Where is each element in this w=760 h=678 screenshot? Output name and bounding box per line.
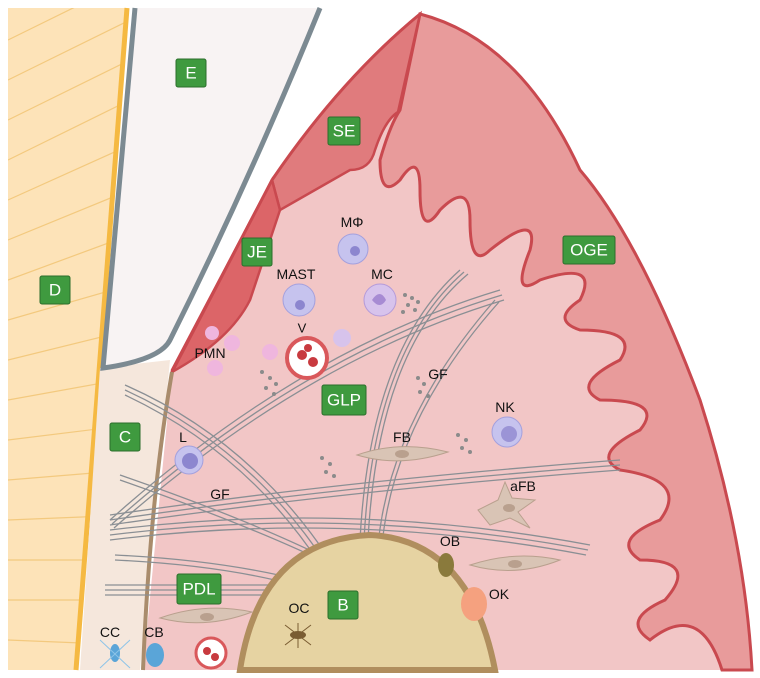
label-gingival-fibers-lower: GF <box>210 486 229 502</box>
cementocyte-cell <box>99 639 131 669</box>
dentin-boundary <box>73 7 130 671</box>
fibroblast-cell <box>468 555 562 571</box>
label-bone: B <box>327 590 359 620</box>
label-junctional-epithelium: JE <box>241 237 273 267</box>
svg-text:PDL: PDL <box>182 580 215 599</box>
enamel-surface <box>100 7 323 371</box>
enamel <box>103 8 320 368</box>
label-cementoblast: CB <box>144 624 163 640</box>
svg-text:JE: JE <box>247 243 267 262</box>
mast-cell <box>282 283 316 317</box>
label-dentin: D <box>39 275 71 305</box>
svg-text:C: C <box>119 428 131 447</box>
label-sulcular-epithelium: SE <box>327 116 361 146</box>
nk-cell <box>491 416 523 448</box>
label-periodontal-ligament: PDL <box>176 573 222 605</box>
fiber-bundle <box>105 269 621 596</box>
svg-text:D: D <box>49 281 61 300</box>
label-fibroblast: FB <box>393 429 411 445</box>
lymphocyte-cell <box>174 445 204 475</box>
label-vessel: V <box>298 321 307 336</box>
fibroblast-cell <box>355 446 450 462</box>
label-osteoclast: OK <box>489 586 510 602</box>
label-enamel: E <box>175 58 207 88</box>
label-gingival-fibers-upper: GF <box>428 366 447 382</box>
label-activated-fibroblast: aFB <box>510 478 536 494</box>
osteoclast-cell <box>461 587 487 621</box>
label-macrophage: MΦ <box>341 214 364 230</box>
macrophage-cell <box>337 233 369 265</box>
label-mast-cell: MAST <box>277 266 316 282</box>
osteoblast-cell <box>438 553 454 577</box>
neutrophil-cell <box>205 326 351 376</box>
gingival-fibers <box>105 269 621 596</box>
granule-cluster <box>260 293 472 478</box>
junctional-epithelium <box>170 176 282 375</box>
label-osteoblast: OB <box>440 533 460 549</box>
svg-text:OGE: OGE <box>570 241 608 260</box>
svg-text:SE: SE <box>333 122 356 141</box>
fibroblast-cell <box>158 607 254 624</box>
osteocyte-cell <box>284 623 312 648</box>
label-cementum: C <box>109 422 141 452</box>
cementoblast-cell <box>146 643 164 667</box>
svg-text:B: B <box>337 596 348 615</box>
monocyte-cell <box>363 283 397 317</box>
label-monocyte: MC <box>371 266 393 282</box>
blood-vessel <box>194 636 228 670</box>
label-osteocyte: OC <box>289 600 310 616</box>
svg-text:GLP: GLP <box>327 391 361 410</box>
oral-gingival-epithelium <box>378 12 754 672</box>
activated-fibroblast-cell <box>477 480 537 529</box>
blood-vessel <box>285 336 329 380</box>
label-oral-gingival-epithelium: OGE <box>562 235 616 265</box>
label-nk-cell: NK <box>495 399 515 415</box>
label-neutrophil: PMN <box>194 345 225 361</box>
label-cementocyte: CC <box>100 624 120 640</box>
label-gingival-lamina-propria: GLP <box>321 384 367 416</box>
svg-text:E: E <box>185 64 196 83</box>
label-lymphocyte: L <box>179 429 187 445</box>
